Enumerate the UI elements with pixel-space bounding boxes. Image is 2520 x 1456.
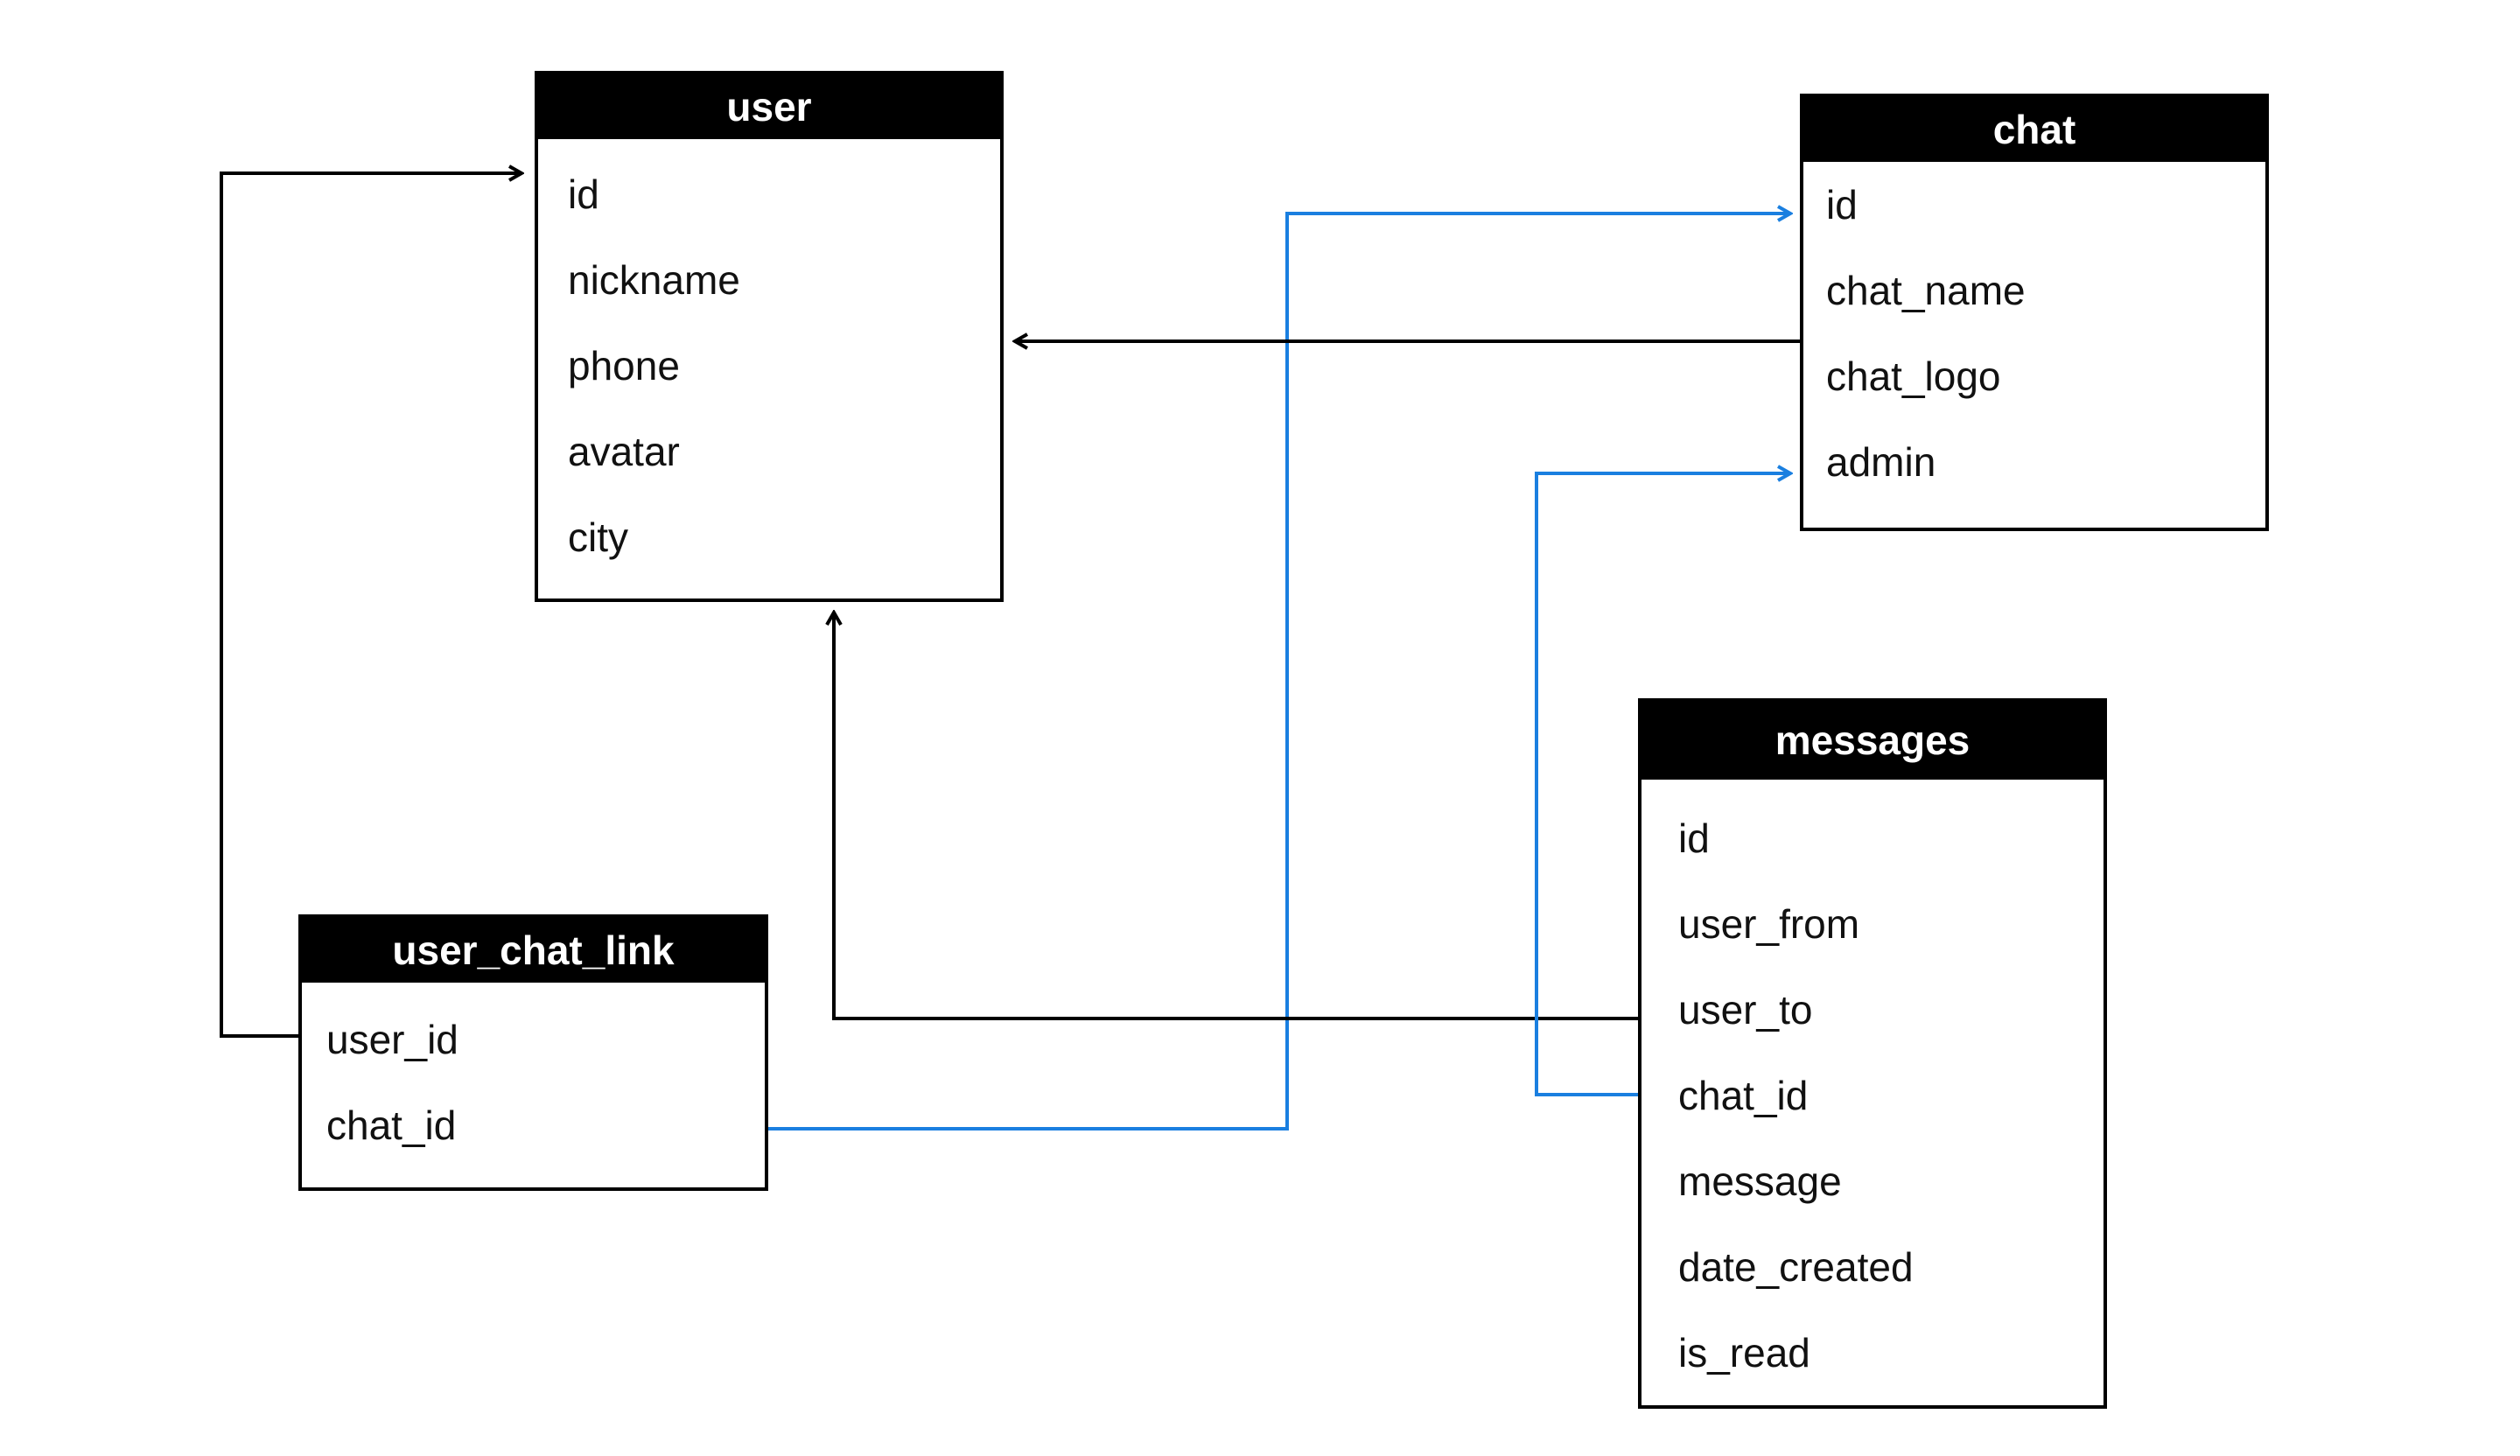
field-chat-id: id xyxy=(1826,182,1858,228)
field-chat-admin: admin xyxy=(1826,439,1936,485)
field-user-chat-link-user-id: user_id xyxy=(326,1017,458,1062)
table-chat-fields: id chat_name chat_logo admin xyxy=(1803,162,2265,505)
table-user-title: user xyxy=(538,74,1000,139)
field-user-chat-link-chat-id: chat_id xyxy=(326,1102,457,1148)
field-messages-is-read: is_read xyxy=(1678,1330,1810,1376)
link-messages-chat-id-to-chat-admin xyxy=(1535,473,1790,1096)
field-user-phone: phone xyxy=(568,343,680,388)
field-messages-user-to: user_to xyxy=(1678,987,1813,1032)
field-chat-chat-logo: chat_logo xyxy=(1826,354,2001,399)
table-user-fields: id nickname phone avatar city xyxy=(538,139,1000,580)
table-messages-title: messages xyxy=(1642,702,2104,780)
field-user-id: id xyxy=(568,172,599,217)
field-messages-date-created: date_created xyxy=(1678,1244,1914,1290)
table-messages-fields: id user_from user_to chat_id message dat… xyxy=(1642,780,2104,1396)
field-messages-user-from: user_from xyxy=(1678,901,1860,947)
link-messages-user-to-to-user xyxy=(834,612,1640,1020)
field-chat-chat-name: chat_name xyxy=(1826,268,2026,313)
table-user-chat-link-fields: user_id chat_id xyxy=(302,983,765,1168)
field-user-city: city xyxy=(568,514,628,560)
field-messages-id: id xyxy=(1678,816,1710,861)
field-messages-message: message xyxy=(1678,1158,1842,1204)
table-user-chat-link: user_chat_link user_id chat_id xyxy=(298,914,768,1191)
field-user-avatar: avatar xyxy=(568,429,680,474)
table-chat: chat id chat_name chat_logo admin xyxy=(1800,94,2269,531)
table-user-chat-link-title: user_chat_link xyxy=(302,918,765,983)
field-user-nickname: nickname xyxy=(568,257,740,303)
table-chat-title: chat xyxy=(1803,97,2265,162)
table-user: user id nickname phone avatar city xyxy=(535,71,1004,602)
field-messages-chat-id: chat_id xyxy=(1678,1073,1809,1118)
table-messages: messages id user_from user_to chat_id me… xyxy=(1638,698,2107,1409)
link-user-chat-link-user-id-to-user-id xyxy=(220,173,522,1038)
link-user-chat-link-chat-id-to-chat-id xyxy=(766,214,1790,1130)
